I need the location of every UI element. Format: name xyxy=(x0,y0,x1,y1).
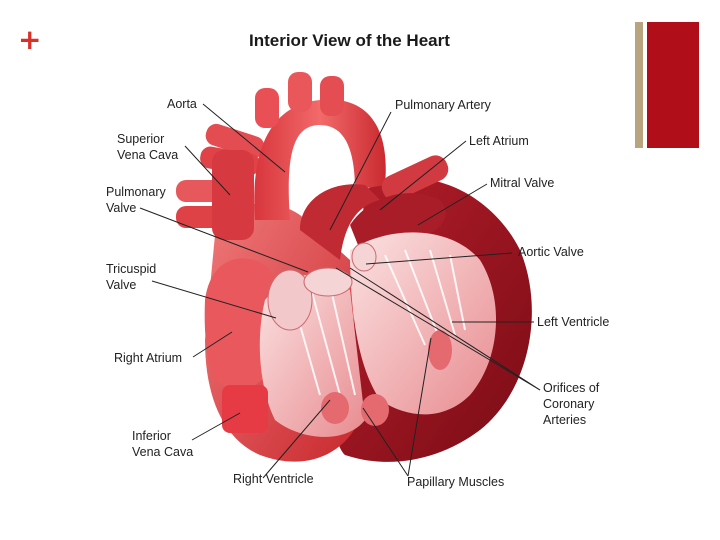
label-left-atrium: Left Atrium xyxy=(469,133,529,149)
aortic-valve-shape xyxy=(352,243,376,271)
label-right-ventricle: Right Ventricle xyxy=(233,471,314,487)
label-tricuspid-valve: Tricuspid Valve xyxy=(106,261,156,293)
label-aortic-valve: Aortic Valve xyxy=(518,244,584,260)
rv-papillary-muscle-2 xyxy=(361,394,389,426)
label-mitral-valve: Mitral Valve xyxy=(490,175,554,191)
label-papillary-muscles: Papillary Muscles xyxy=(407,474,504,490)
lv-papillary-muscle xyxy=(428,330,452,370)
rv-papillary-muscle xyxy=(321,392,349,424)
label-aorta: Aorta xyxy=(167,96,197,112)
valve-cusp-center xyxy=(304,268,352,296)
label-pulmonary-valve: Pulmonary Valve xyxy=(106,184,166,216)
label-orifices-coronary-arteries: Orifices of Coronary Arteries xyxy=(543,380,599,428)
label-inferior-vena-cava: Inferior Vena Cava xyxy=(132,428,193,460)
superior-vena-cava-shape xyxy=(212,150,254,240)
inferior-vena-cava-shape xyxy=(222,385,268,433)
label-left-ventricle: Left Ventricle xyxy=(537,314,609,330)
label-pulmonary-artery: Pulmonary Artery xyxy=(395,97,491,113)
label-superior-vena-cava: Superior Vena Cava xyxy=(117,131,178,163)
aorta-branch-1 xyxy=(255,88,279,128)
label-right-atrium: Right Atrium xyxy=(114,350,182,366)
aorta-branch-3 xyxy=(320,76,344,116)
aorta-branch-2 xyxy=(288,72,312,112)
